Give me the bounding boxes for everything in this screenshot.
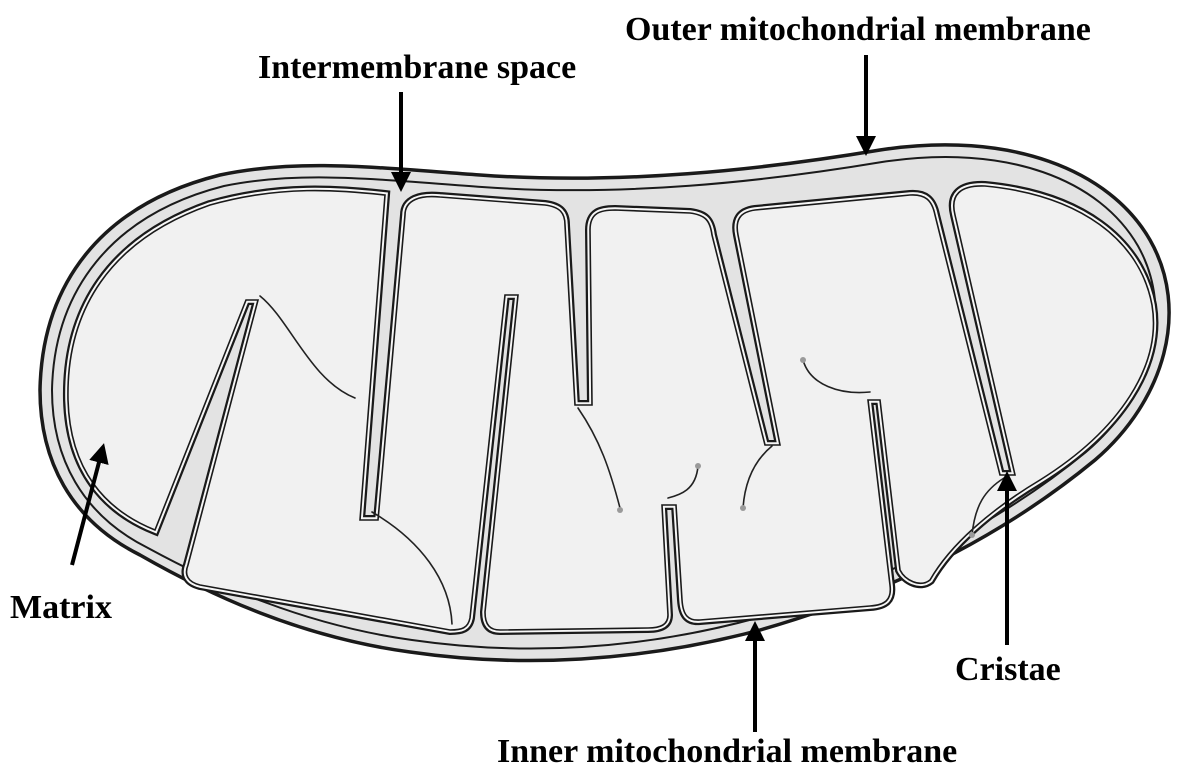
outer-membrane-label: Outer mitochondrial membrane: [625, 11, 1091, 48]
intermembrane-space-label: Intermembrane space: [258, 49, 576, 86]
cristae-label: Cristae: [955, 651, 1061, 688]
inner-membrane-label: Inner mitochondrial membrane: [497, 733, 957, 770]
matrix-label: Matrix: [10, 589, 112, 626]
